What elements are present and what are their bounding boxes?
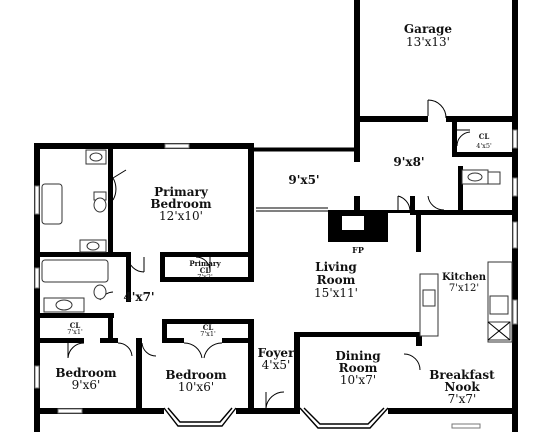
dining-room-name-2: Room bbox=[339, 361, 378, 375]
label-foyer: Foyer 4'x5' bbox=[258, 346, 295, 372]
label-bedroom-mid: Bedroom 10'x6' bbox=[165, 368, 226, 394]
fireplace-firebox bbox=[342, 216, 364, 230]
bedroom-mid-dim: 10'x6' bbox=[178, 380, 214, 394]
windows bbox=[34, 129, 518, 429]
laundry-dim: 9'x8' bbox=[393, 155, 424, 169]
fireplace-label: FP bbox=[352, 245, 364, 255]
primary-closet-dim: 7'x2' bbox=[197, 273, 213, 281]
label-closet-mid: CL 7'x1' bbox=[200, 323, 216, 338]
primary-bedroom-name-2: Bedroom bbox=[150, 197, 211, 211]
garage-closet-dim: 4'x5' bbox=[476, 142, 492, 150]
label-kitchen: Kitchen 7'x12' bbox=[442, 272, 487, 294]
label-closet-left: CL 7'x1' bbox=[67, 321, 83, 336]
primary-closet-name-2: CL bbox=[200, 266, 211, 275]
closet-left-dim: 7'x1' bbox=[67, 328, 83, 336]
living-room-name-2: Room bbox=[317, 273, 356, 287]
bedroom-mid-name: Bedroom bbox=[165, 368, 226, 382]
label-breakfast-nook: Breakfast Nook 7'x7' bbox=[429, 368, 495, 406]
sliding-door bbox=[254, 147, 354, 212]
primary-bedroom-name-1: Primary bbox=[154, 185, 209, 199]
bedroom-left-name: Bedroom bbox=[55, 366, 116, 380]
garage-dim: 13'x13' bbox=[406, 35, 450, 49]
living-room-name-1: Living bbox=[315, 260, 357, 274]
kitchen-name: Kitchen bbox=[442, 272, 487, 283]
closet-mid-name: CL bbox=[203, 323, 214, 332]
primary-closet-name-1: Primary bbox=[189, 259, 221, 268]
doors bbox=[67, 99, 471, 409]
garage-name: Garage bbox=[404, 22, 453, 36]
breakfast-nook-name-2: Nook bbox=[444, 380, 480, 394]
primary-bedroom-dim: 12'x10' bbox=[159, 209, 203, 223]
label-primary-bedroom: Primary Bedroom 12'x10' bbox=[150, 185, 211, 223]
fixtures bbox=[41, 149, 513, 343]
label-bedroom-left: Bedroom 9'x6' bbox=[55, 366, 116, 392]
dining-room-name-1: Dining bbox=[335, 349, 381, 363]
hall-top-dim: 9'x5' bbox=[288, 173, 319, 187]
hall-left-dim: 4'x7' bbox=[123, 290, 154, 304]
bay-window-bedroom bbox=[163, 407, 237, 427]
breakfast-nook-dim: 7'x7' bbox=[448, 392, 477, 406]
breakfast-nook-name-1: Breakfast bbox=[429, 368, 495, 382]
bedroom-left-dim: 9'x6' bbox=[72, 378, 101, 392]
closet-left-name: CL bbox=[70, 321, 81, 330]
label-garage: Garage 13'x13' bbox=[404, 22, 453, 49]
closet-mid-dim: 7'x1' bbox=[200, 330, 216, 338]
label-living-room: Living Room 15'x11' bbox=[314, 260, 358, 300]
bay-window-dining bbox=[299, 407, 389, 429]
kitchen-dim: 7'x12' bbox=[449, 283, 479, 294]
label-dining-room: Dining Room 10'x7' bbox=[335, 349, 381, 387]
garage-closet-name: CL bbox=[479, 132, 490, 141]
foyer-dim: 4'x5' bbox=[262, 358, 291, 372]
label-primary-closet: Primary CL 7'x2' bbox=[189, 259, 221, 281]
label-garage-closet: CL 4'x5' bbox=[476, 132, 492, 150]
foyer-name: Foyer bbox=[258, 346, 295, 360]
dining-room-dim: 10'x7' bbox=[340, 373, 376, 387]
living-room-dim: 15'x11' bbox=[314, 286, 358, 300]
